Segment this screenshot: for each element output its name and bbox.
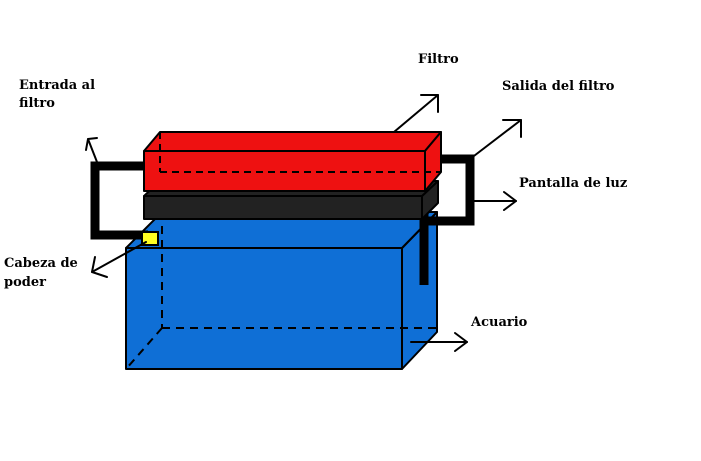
label-filtro: Filtro: [418, 52, 459, 67]
intake-tube: [90, 161, 148, 240]
filter-box: [143, 131, 442, 192]
label-pantalla: Pantalla de luz: [519, 176, 628, 191]
arrow-acuario: [410, 332, 468, 352]
outflow-tube: [426, 154, 475, 226]
aquarium-hidden-edges: [125, 212, 437, 370]
filter-tubes: [90, 154, 475, 285]
arrow-salida: [469, 119, 522, 160]
label-cabeza-line2: poder: [4, 275, 46, 290]
arrow-pantalla: [473, 191, 517, 211]
label-entrada-line2: filtro: [19, 96, 55, 111]
arrow-filtro: [393, 94, 439, 133]
label-salida: Salida del filtro: [502, 79, 615, 94]
filter-hidden-edges: [159, 132, 441, 173]
label-entrada-line1: Entrada al: [19, 78, 96, 93]
label-cabeza-line1: Cabeza de: [4, 256, 78, 271]
light-panel-front: [143, 195, 423, 220]
aquarium-box: [125, 211, 438, 370]
label-acuario: Acuario: [471, 315, 528, 330]
arrow-cabeza: [91, 241, 147, 278]
pointer-arrows: [85, 94, 522, 352]
aquarium-front-face: [125, 247, 403, 370]
light-panel: [143, 180, 439, 220]
filter-top-face: [143, 131, 442, 152]
arrow-entrada: [85, 137, 98, 163]
